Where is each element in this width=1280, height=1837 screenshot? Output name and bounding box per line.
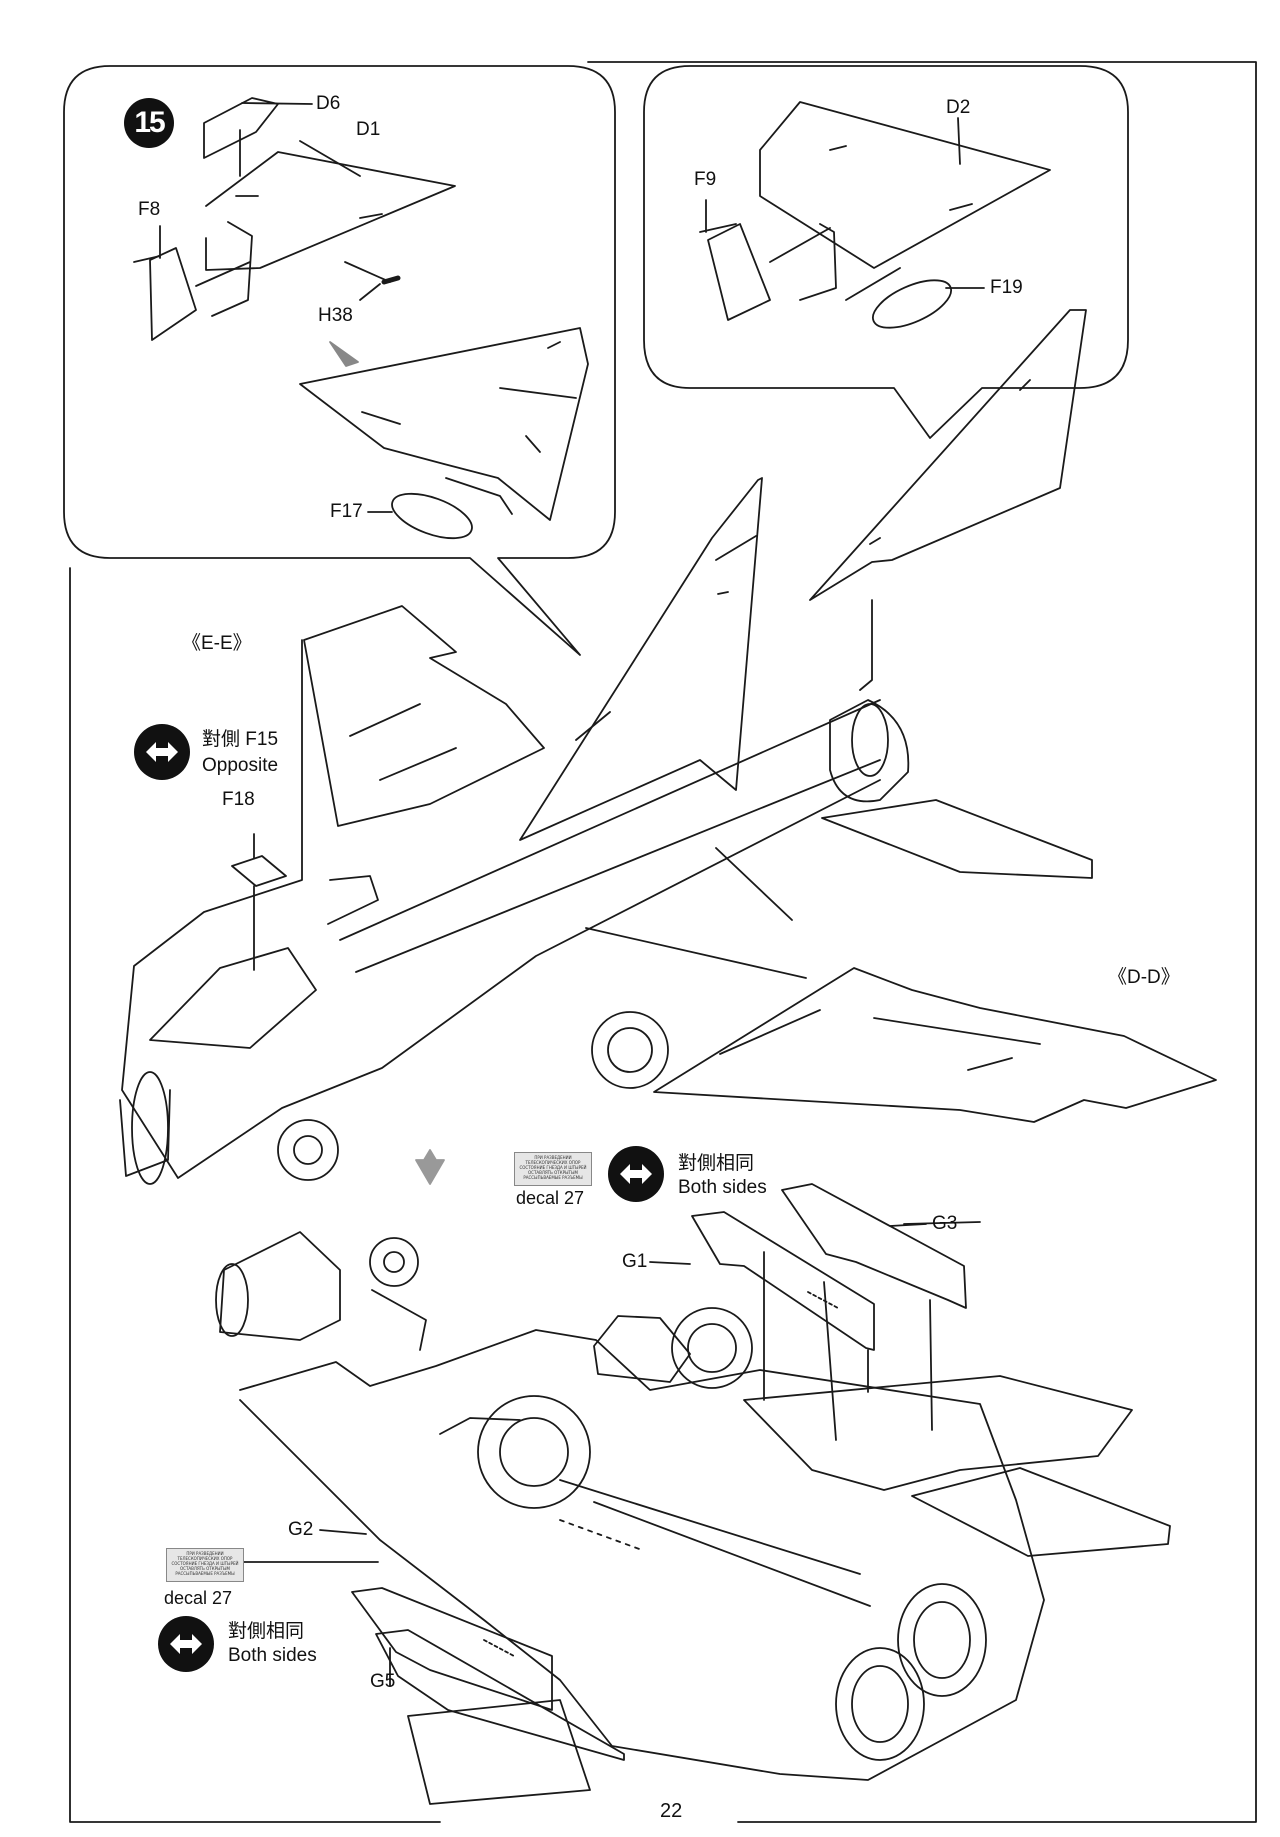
part-f9 [707,223,771,321]
step-down-arrow-icon [415,1149,445,1185]
label-g1: G1 [622,1251,648,1272]
both-sides-text-cn-a: 對側相同 [678,1153,755,1174]
part-g2 [375,1629,625,1761]
main-wheel-well [477,1395,591,1509]
part-d1 [205,151,456,271]
assembled-tail-left [299,327,589,521]
label-f8: F8 [138,199,161,220]
part-g3 [781,1183,967,1309]
part-f17 [391,492,473,540]
label-f18: F18 [222,789,255,810]
step-number-badge: 15 [124,98,174,148]
inset-right-frame [643,65,1129,439]
aircraft-bottom-view [215,1183,1171,1805]
both-sides-symbol-a [608,1146,664,1202]
right-wing-top [653,967,1217,1123]
aircraft-top-view [119,309,1217,1185]
both-sides-text-cn-b: 對側相同 [228,1621,305,1642]
engine-nozzle-1 [897,1583,987,1697]
engine-nozzle-top [829,699,910,803]
label-f9: F9 [694,169,717,190]
left-wing-top [303,605,545,827]
opposite-text-cn: 對側 F15 [202,729,279,750]
decal-27-label-a: decal 27 [516,1188,585,1208]
stabilizer-bottom [911,1467,1171,1557]
main-wheel-bottom [671,1307,753,1389]
label-f19: F19 [990,277,1023,298]
part-f18 [231,855,287,887]
right-wing-bottom [743,1375,1133,1491]
label-g2: G2 [288,1519,314,1540]
decal-27-label-b: decal 27 [164,1588,233,1608]
opposite-symbol [134,724,190,780]
both-sides-text-en-b: Both sides [228,1645,317,1666]
part-f19 [872,279,952,329]
page-number: 22 [660,1800,683,1822]
part-fin [211,221,253,317]
engine-nozzle-2 [835,1647,925,1761]
part-f8 [149,247,197,341]
decal-27-thumbnail-b: ПРИ РАЗВЕДЕНИИ ТЕЛЕСКОПИЧЕСКИХ ОПОР СОСТ… [166,1548,244,1582]
part-d2 [759,101,1051,269]
double-arrow-icon [620,1164,652,1184]
section-d-d-label: 《D-D》 [1108,967,1180,988]
part-fin-right [799,223,837,301]
label-h38: H38 [318,305,353,326]
cockpit [149,947,317,1049]
label-d6: D6 [316,93,341,114]
label-f17: F17 [330,501,363,522]
nose-wheel-bottom [369,1237,419,1287]
section-e-e-label: 《E-E》 [182,633,252,654]
label-d2: D2 [946,97,971,118]
part-g1 [691,1211,875,1351]
direction-arrow-icon [329,341,359,367]
label-g3: G3 [932,1213,958,1234]
page-frame [69,61,1257,1823]
label-g5: G5 [370,1671,396,1692]
nose-wheel-top [277,1119,339,1181]
both-sides-text-en-a: Both sides [678,1177,767,1198]
label-d1: D1 [356,119,381,140]
inset-left-frame [63,65,616,656]
step-number: 15 [134,106,165,139]
decal-27-thumbnail-a: ПРИ РАЗВЕДЕНИИ ТЕЛЕСКОПИЧЕСКИХ ОПОР СОСТ… [514,1152,592,1186]
both-sides-symbol-b [158,1616,214,1672]
double-arrow-icon [146,742,178,762]
stabilizer-top [821,799,1093,879]
double-arrow-icon [170,1634,202,1654]
part-d6 [203,97,279,159]
main-wheel-top [591,1011,669,1089]
part-g5 [351,1587,553,1711]
opposite-text-en: Opposite [202,755,279,776]
